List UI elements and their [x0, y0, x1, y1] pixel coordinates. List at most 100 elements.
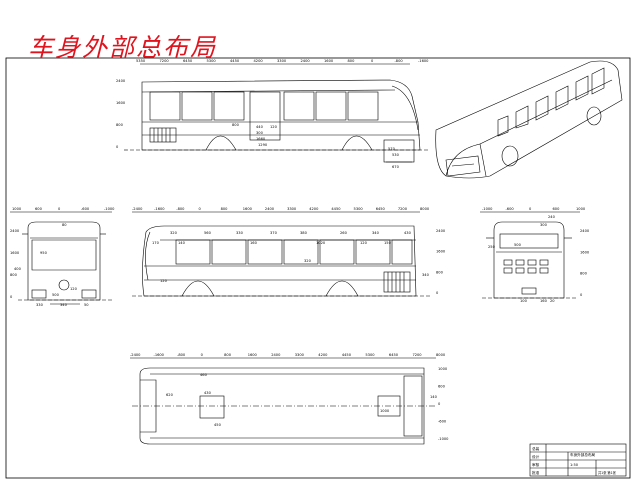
dim-label: -600: [81, 207, 90, 211]
top-view: [130, 357, 436, 445]
part-label: 120: [360, 241, 368, 245]
part-label: 1020: [316, 241, 326, 245]
part-label: 1660: [256, 137, 266, 141]
dim-label: 800: [10, 273, 18, 277]
dim-label: 0: [580, 293, 583, 297]
part-label: 620: [166, 393, 174, 397]
dim-label: 1000: [576, 207, 586, 211]
dim-label: 4450: [342, 353, 352, 357]
part-label: 800: [232, 123, 240, 127]
side-view-left: [132, 211, 430, 297]
dim-label: 4450: [230, 59, 240, 63]
title-block: [529, 443, 627, 477]
dim-label: 8000: [436, 353, 446, 357]
dim-label: 0: [58, 207, 61, 211]
dim-label: 6450: [389, 353, 399, 357]
part-label: 330: [36, 303, 44, 307]
dim-label: -600: [438, 420, 447, 424]
dim-label: -2400: [130, 353, 141, 357]
part-label: 950: [40, 251, 48, 255]
sheet-border: [5, 57, 631, 479]
part-label: 500: [52, 293, 60, 297]
dim-label: 0: [198, 207, 201, 211]
dim-label: -800: [176, 207, 185, 211]
dim-label: -800: [177, 353, 186, 357]
dim-label: 2400: [301, 59, 311, 63]
part-label: 670: [392, 165, 400, 169]
dim-label: 8000: [420, 207, 430, 211]
dim-label: 600: [553, 207, 561, 211]
part-label: 320: [304, 259, 312, 263]
title-block-name: 车身外部总布局: [570, 452, 596, 457]
part-label: 400: [14, 267, 22, 271]
dim-label: -1600: [154, 207, 165, 211]
part-label: 430: [204, 391, 212, 395]
dim-label: 1600: [10, 251, 20, 255]
dim-label: 800: [224, 353, 232, 357]
title-block-sheet: 共1张 第1张: [598, 470, 617, 475]
dim-label: 5300: [354, 207, 364, 211]
dim-label: 0: [529, 207, 532, 211]
dim-label: 1600: [324, 59, 334, 63]
part-label: 430: [404, 231, 412, 235]
dim-label: 2400: [580, 229, 590, 233]
dim-label: -2400: [132, 207, 143, 211]
side-view-right: [124, 63, 430, 163]
dim-label: 6450: [376, 207, 386, 211]
part-label: 560: [204, 231, 212, 235]
dim-label: 800: [116, 123, 124, 127]
part-label: 150: [384, 241, 392, 245]
dim-label: -1600: [154, 353, 165, 357]
part-label: 320: [170, 231, 178, 235]
part-label: 460: [200, 373, 208, 377]
part-label: 120: [160, 279, 168, 283]
part-label: 240: [548, 215, 556, 219]
drawing-title: 车身外部总布局: [28, 33, 218, 62]
dim-label: -800: [395, 59, 404, 63]
dim-label: 0: [436, 291, 439, 295]
dim-label: 2400: [265, 207, 275, 211]
dim-label: 1000: [438, 367, 448, 371]
dim-label: 7200: [160, 59, 170, 63]
part-label: 160: [250, 241, 258, 245]
part-label: 380: [300, 231, 308, 235]
dim-label: 3300: [287, 207, 297, 211]
dim-label: 7200: [398, 207, 408, 211]
part-label: 170: [152, 241, 160, 245]
part-label: 250: [488, 245, 496, 249]
dim-label: -600: [506, 207, 515, 211]
part-label: 100: [520, 299, 528, 303]
dim-label: 600: [438, 385, 446, 389]
dim-label: 6450: [183, 59, 193, 63]
part-label: 340: [60, 303, 68, 307]
rear-view: [480, 211, 580, 299]
dim-label: 0: [10, 295, 13, 299]
part-label: 500: [514, 243, 522, 247]
part-label: 340: [422, 273, 430, 277]
part-label: 570: [388, 147, 396, 151]
dim-label: 0: [116, 145, 119, 149]
title-block-row: 总装: [532, 446, 540, 451]
dim-label: 2400: [436, 229, 446, 233]
dim-label: 5350: [136, 59, 146, 63]
front-view: [10, 211, 112, 305]
dim-label: 0: [371, 59, 374, 63]
dim-label: 1600: [580, 250, 590, 254]
dim-label: 4200: [318, 353, 328, 357]
part-label: 120: [70, 287, 78, 291]
part-label: 530: [392, 153, 400, 157]
part-label: 20: [550, 299, 555, 303]
part-label: 450: [214, 423, 222, 427]
dim-label: 7200: [412, 353, 422, 357]
dim-label: 2400: [271, 353, 281, 357]
dim-label: 3300: [277, 59, 287, 63]
title-block-row: 批准: [532, 470, 540, 475]
dim-label: 800: [436, 270, 444, 274]
dim-label: 800: [221, 207, 229, 211]
title-block-row: 设计: [532, 454, 540, 459]
dim-label: 1600: [243, 207, 253, 211]
dim-label: 4200: [309, 207, 319, 211]
dim-label: 800: [580, 272, 588, 276]
part-label: 140: [430, 395, 438, 399]
